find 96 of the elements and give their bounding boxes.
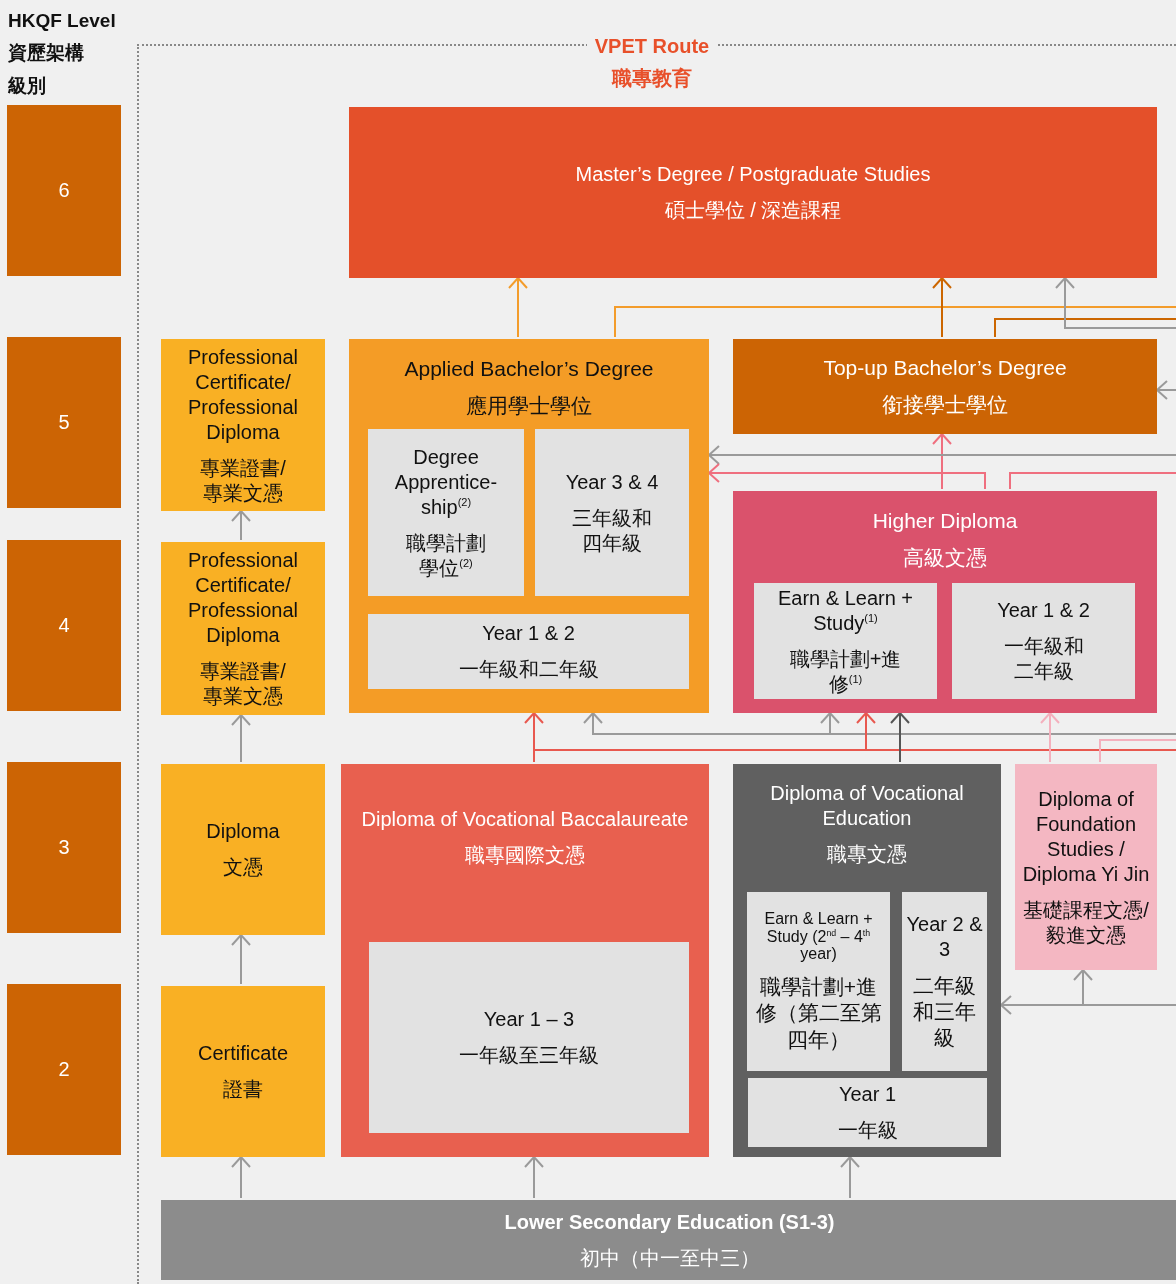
- chinese-title: 一年級和二年級: [1002, 634, 1085, 684]
- qualification-box: [161, 339, 325, 511]
- level-box: [7, 540, 121, 711]
- pathway-box: [902, 892, 987, 1071]
- qualification-title: Lower Secondary Education (S1-3): [504, 1209, 835, 1235]
- level-number: 4: [58, 613, 70, 638]
- chinese-title: 一年級至三年級: [459, 1043, 599, 1068]
- qualification-title: Professional Certificate/ Professional Diploma: [186, 344, 300, 445]
- qualification-box: [1015, 764, 1157, 970]
- arrow: [820, 712, 1176, 735]
- pathway-box: [368, 614, 689, 689]
- qualification-title: Diploma: [206, 819, 280, 844]
- pathway-box: [535, 429, 689, 596]
- chinese-title: 職專國際文憑: [465, 843, 585, 868]
- chinese-title: 職專文憑: [827, 842, 907, 867]
- arrow: [932, 433, 952, 490]
- arrow: [1040, 712, 1060, 763]
- qualification-title: Diploma of Vocational Education: [769, 781, 965, 831]
- chinese-title: 三年級和四年級: [571, 505, 653, 556]
- arrow: [932, 277, 952, 338]
- chinese-title: 高級文憑: [903, 545, 987, 572]
- chinese-title: 文憑: [223, 855, 263, 880]
- qualification-title: Year 2 & 3: [905, 911, 984, 962]
- qualification-title: Year 1 – 3: [483, 1007, 575, 1032]
- arrow: [1055, 277, 1176, 329]
- qualification-title: Year 1 & 2: [482, 621, 575, 646]
- chinese-title: 職學計劃學位$^{(2)}$: [405, 530, 487, 581]
- level-number: 5: [58, 410, 70, 435]
- chinese-title: 職學計劃+進修（第二至第四年）: [754, 974, 883, 1053]
- level-box: [7, 105, 121, 276]
- pathway-box: [952, 583, 1135, 699]
- arrow: [524, 1156, 544, 1199]
- qualification-title: Professional Certificate/ Professional Diploma: [186, 548, 300, 648]
- arrow: [1073, 969, 1176, 1006]
- chinese-title: 碩士學位 / 深造課程: [664, 198, 842, 223]
- chinese-title: 證書: [223, 1077, 263, 1102]
- qualification-panel: [733, 764, 1001, 1157]
- chinese-title: 應用學士學位: [466, 393, 592, 420]
- qualification-title: Certificate: [198, 1041, 288, 1066]
- qualification-title: Earn & Learn + Study (2$^{nd}$ – 4$^{th}$ year): [763, 910, 874, 963]
- level-number: 6: [58, 178, 70, 203]
- arrow: [1156, 380, 1176, 400]
- qualification-title: Year 1 & 2: [997, 598, 1090, 623]
- qualification-panel: [349, 339, 709, 713]
- arrow: [840, 1156, 860, 1199]
- connector-line: [1009, 472, 1176, 490]
- qualification-panel: [733, 339, 1157, 434]
- chinese-title: 初中（中一至中三）: [579, 1245, 760, 1271]
- level-box: [7, 984, 121, 1155]
- qualification-panel: [341, 764, 709, 1157]
- column-heading: 資歷架構級別: [8, 41, 85, 99]
- education-bar: [161, 1200, 1176, 1280]
- column-heading: HKQF Level: [8, 9, 117, 33]
- qualification-title: Diploma of Foundation Studies / Diploma Yi Jin: [1021, 786, 1151, 887]
- arrow: [890, 712, 910, 763]
- connector-line: [994, 318, 1176, 338]
- qualification-title: Top-up Bachelor’s Degree: [823, 354, 1067, 381]
- qualification-title: Degree Apprentice- ship$^{(2)}$: [393, 444, 499, 520]
- arrow: [231, 510, 251, 541]
- qualification-title: Higher Diploma: [872, 508, 1018, 534]
- qualification-title: Year 1: [838, 1082, 897, 1107]
- qualification-title: Master’s Degree / Postgraduate Studies: [575, 162, 931, 187]
- pathway-box: [747, 892, 890, 1071]
- connector-line: [614, 306, 1176, 338]
- arrow: [231, 714, 251, 763]
- qualification-box: [161, 986, 325, 1157]
- arrow: [508, 277, 528, 338]
- level-box: [7, 762, 121, 933]
- chinese-title: 一年級和二年級: [458, 657, 599, 682]
- arrow: [231, 934, 251, 985]
- pathway-box: [369, 942, 689, 1133]
- arrow: [708, 445, 1176, 465]
- arrow: [708, 463, 986, 490]
- qualification-panel: [733, 491, 1157, 713]
- chinese-title: 專業證書/專業文憑: [199, 659, 287, 709]
- chinese-title: 銜接學士學位: [882, 392, 1008, 418]
- pathway-box: [748, 1078, 987, 1147]
- connector-line: [1099, 739, 1176, 763]
- qualification-title: Diploma of Vocational Baccalaureate: [361, 807, 689, 832]
- arrow: [231, 1156, 251, 1199]
- qualification-title: Applied Bachelor’s Degree: [404, 356, 654, 382]
- level-box: [7, 337, 121, 508]
- qualification-panel: [349, 107, 1157, 278]
- qualification-box: [161, 542, 325, 715]
- qualification-box: [161, 764, 325, 935]
- chinese-title: 基礎課程文憑/毅進文憑: [1022, 897, 1150, 948]
- pathway-box: [368, 429, 524, 596]
- chinese-title: 專業證書/專業文憑: [199, 455, 287, 506]
- pathway-box: [754, 583, 937, 699]
- level-number: 3: [58, 835, 70, 860]
- level-number: 2: [58, 1057, 70, 1082]
- chinese-title: 職學計劃+進修$^{(1)}$: [788, 646, 903, 697]
- chinese-title: 二年級和三年級: [912, 972, 977, 1052]
- qualification-title: Year 3 & 4: [565, 469, 659, 495]
- chinese-title: 一年級: [837, 1118, 898, 1143]
- qualification-title: Earn & Learn + Study$^{(1)}$: [776, 585, 915, 636]
